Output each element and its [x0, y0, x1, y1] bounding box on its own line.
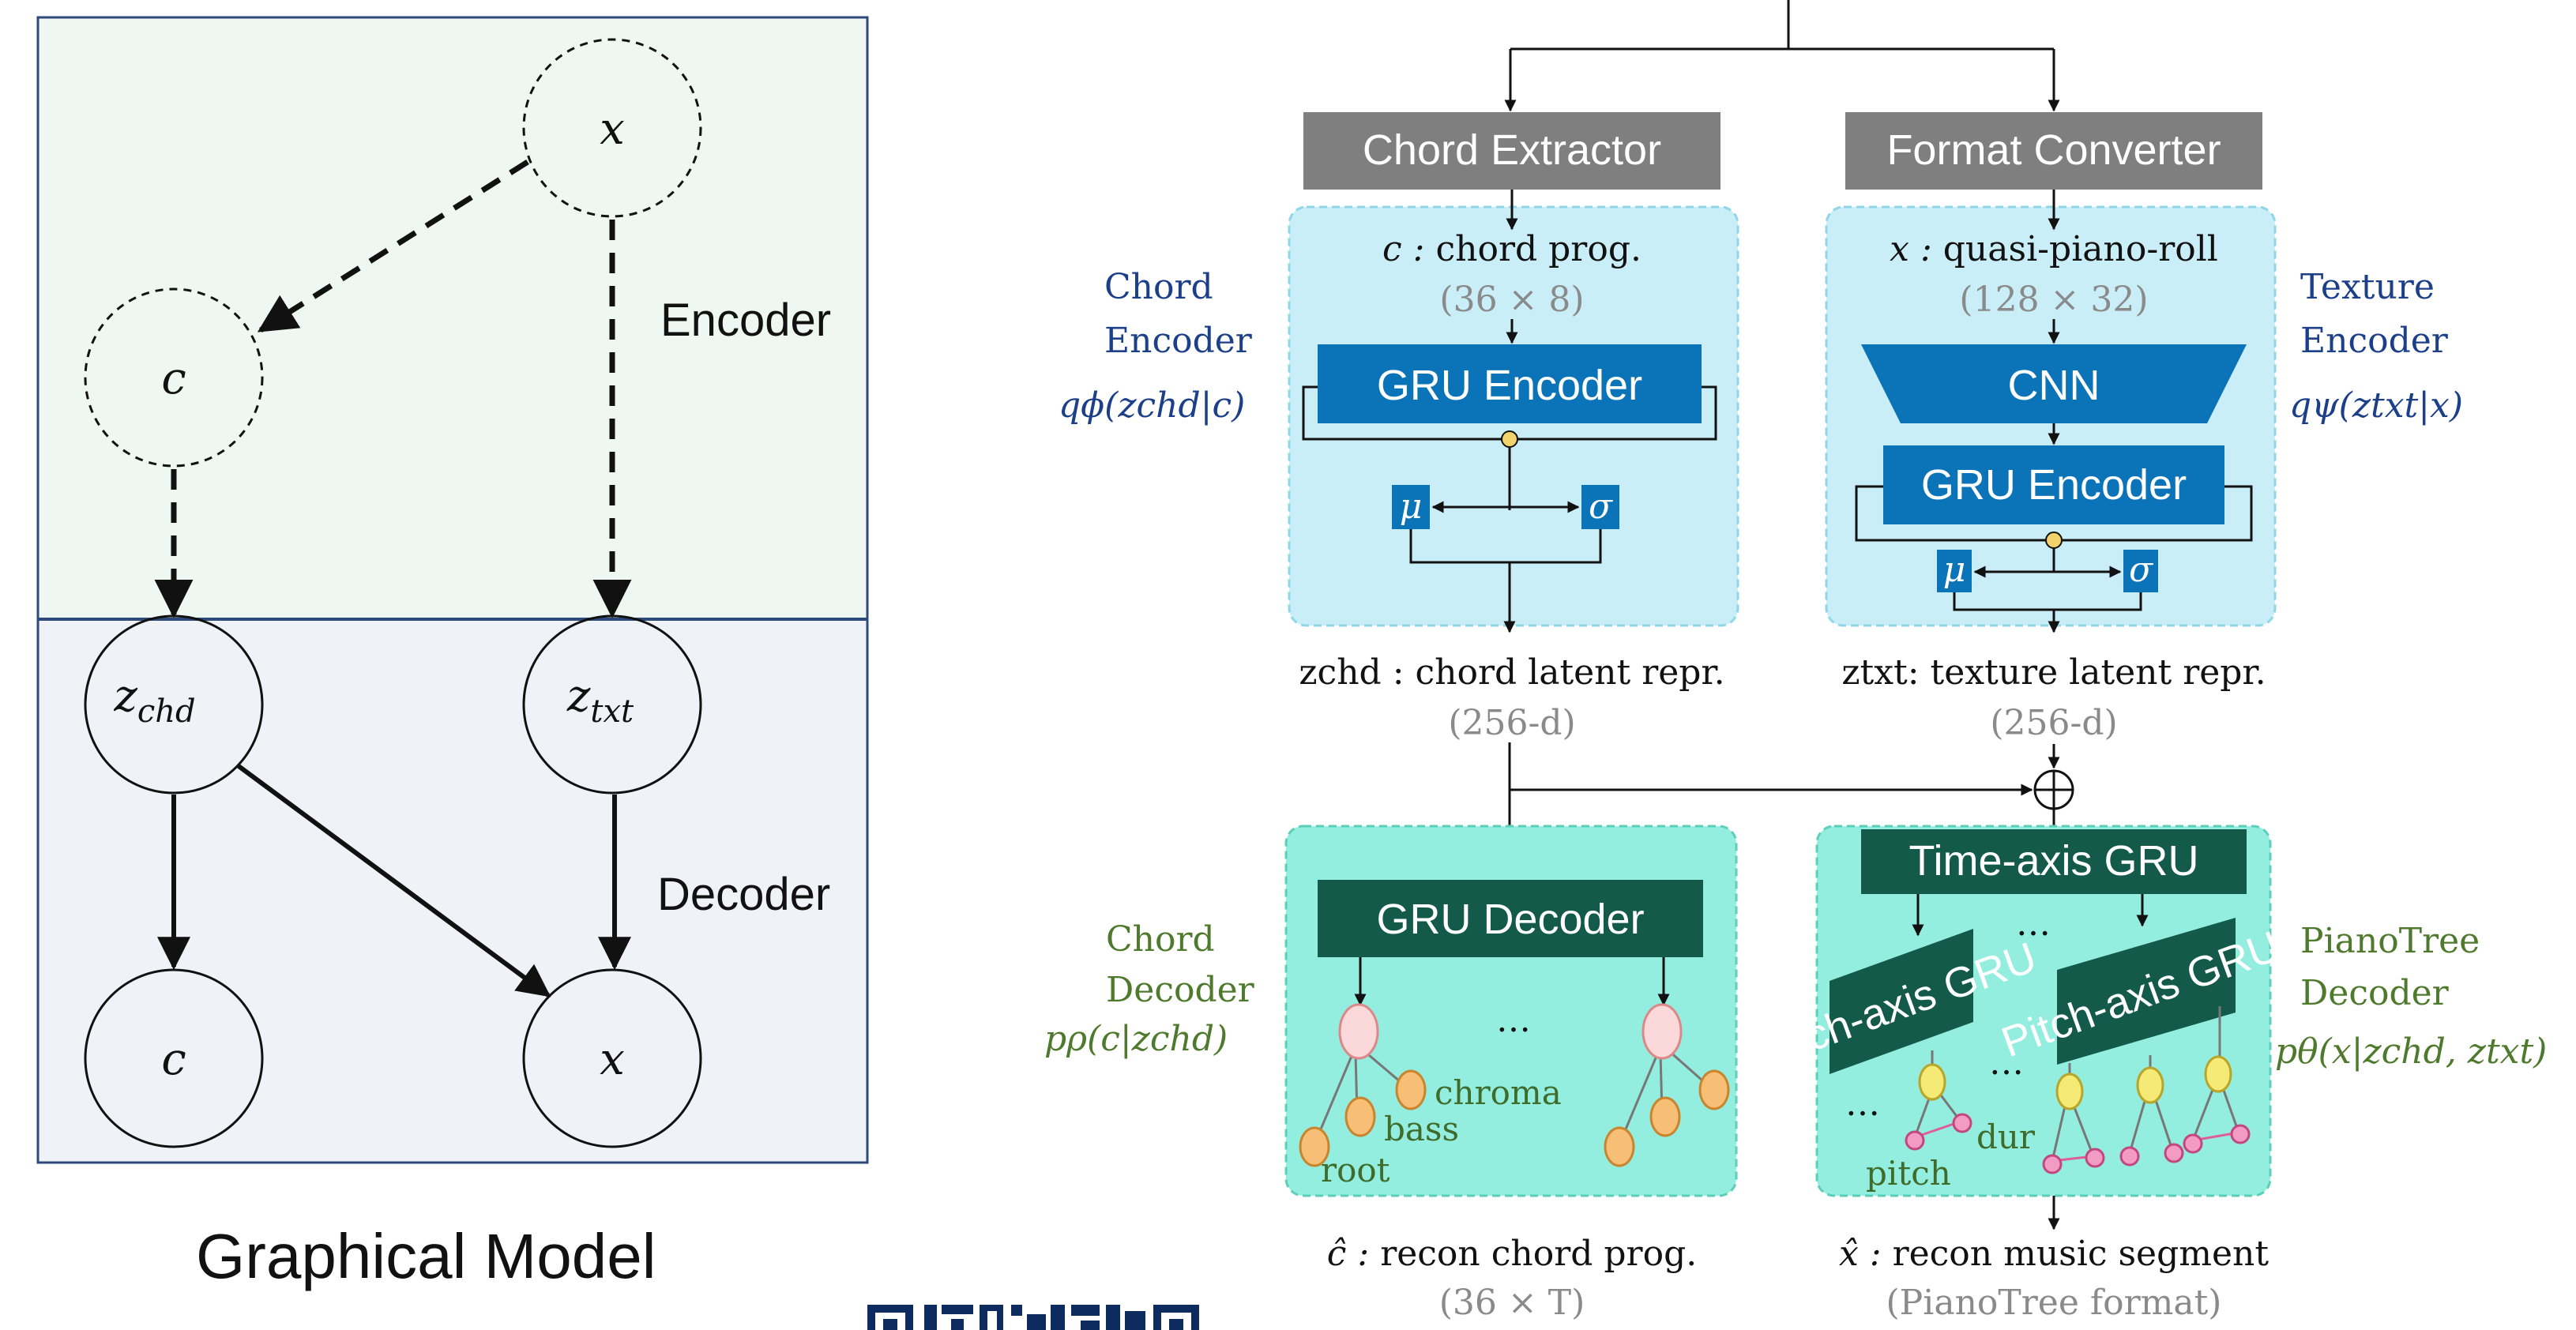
z-txt-description: ztxt: texture latent repr.: [1841, 652, 2266, 693]
chord-decoder-label-line2: Decoder: [1106, 970, 1255, 1010]
texture-encoder-label-line2: Encoder: [2300, 321, 2449, 361]
chord-encoder-formula: qϕ(zchd|c): [1059, 385, 1245, 426]
cnn-box: [1861, 344, 2247, 423]
chord-bass-leaf: [1344, 1096, 1376, 1137]
edge-zchd-to-x: [237, 764, 551, 998]
cnn-label: CNN: [2008, 362, 2100, 409]
architecture: Chord Extractor Format Converter c : cho…: [1044, 0, 2547, 1323]
chord-encoder-label-line2: Encoder: [1104, 321, 1253, 361]
node-z-chd-label: zchd: [113, 671, 195, 730]
node-c-mid-label: c: [161, 353, 186, 404]
node-c-bottom-label: c: [161, 1034, 186, 1085]
chord-input-text: c : chord prog.: [1382, 229, 1641, 269]
chord-root-leaf: [1299, 1126, 1330, 1167]
texture-encoder-formula: qψ(ztxt|x): [2289, 385, 2463, 426]
pianotree-ellipsis-top: …: [2016, 904, 2051, 944]
chord-sample-join: [1409, 529, 1602, 564]
graphical-model-caption: Graphical Model: [196, 1221, 656, 1291]
texture-encoder-label-line1: Texture: [2300, 267, 2435, 307]
node-z-txt: [522, 614, 702, 795]
pitch-axis-gru-right-box: [2057, 918, 2236, 1065]
bass-label: bass: [1384, 1110, 1459, 1148]
qr-code-fragment: [867, 1305, 1199, 1330]
node-z-chd: [84, 614, 264, 795]
format-converter-box: [1845, 112, 2262, 190]
pitch-label: pitch: [1866, 1154, 1951, 1193]
chord-input-dim: (36 × 8): [1439, 280, 1584, 320]
chord-sigma-box: [1581, 485, 1619, 529]
chord-extractor-box: [1303, 112, 1720, 190]
chord-root-node-left: [1338, 1003, 1379, 1060]
texture-input-text: x : quasi-piano-roll: [1890, 229, 2218, 269]
pianotree-ellipsis-left: …: [1845, 1084, 1880, 1124]
chord-gru-encoder-label: GRU Encoder: [1377, 362, 1642, 409]
pitch-axis-gru-left-box: [1830, 929, 1973, 1074]
chord-decoder-label-line1: Chord: [1106, 919, 1215, 960]
graphical-model-frame: [36, 16, 869, 1164]
pianotree-decoder-formula: pθ(x|zchd, ztxt): [2275, 1031, 2547, 1072]
root-label: root: [1321, 1151, 1390, 1189]
gru-decoder-box: [1318, 880, 1703, 957]
chord-chroma-leaf: [1395, 1069, 1427, 1110]
chord-encoder-label-line1: Chord: [1104, 267, 1213, 307]
node-z-txt-label: ztxt: [566, 671, 634, 730]
chord-decoder-ellipsis: …: [1496, 1000, 1531, 1040]
texture-input-dim: (128 × 32): [1959, 280, 2148, 320]
recon-chord-dim: (36 × T): [1439, 1283, 1585, 1323]
chord-tree-left: [1299, 1003, 1427, 1167]
decoder-label: Decoder: [657, 869, 830, 920]
node-x-top: [522, 38, 702, 218]
texture-mu-label: μ: [1943, 550, 1966, 590]
texture-merge-node: [2045, 532, 2063, 549]
texture-gru-encoder-label: GRU Encoder: [1921, 461, 2187, 509]
gru-decoder-label: GRU Decoder: [1376, 896, 1644, 943]
dur-label: dur: [1976, 1118, 2036, 1156]
pianotree-ellipsis-mid: …: [1989, 1043, 2024, 1083]
graphical-model: x c zchd ztxt c x Encoder Decoder Graphi…: [36, 16, 869, 1291]
chord-mu-label: μ: [1400, 487, 1423, 527]
texture-sigma-box: [2123, 550, 2158, 592]
z-chd-description: zchd : chord latent repr.: [1299, 652, 1724, 693]
texture-mu-box: [1937, 550, 1972, 592]
pianotree-decoder-label-line2: Decoder: [2300, 973, 2450, 1013]
chord-tree-right: [1604, 1003, 1730, 1167]
recon-music-dim: (PianoTree format): [1886, 1283, 2222, 1323]
chord-sigma-label: σ: [1589, 487, 1614, 527]
edge-x-to-c: [257, 160, 529, 332]
format-converter-label: Format Converter: [1886, 126, 2221, 174]
z-chd-dimension: (256-d): [1448, 703, 1575, 743]
chord-mu-box: [1392, 485, 1430, 529]
time-axis-gru-box: [1861, 829, 2247, 894]
chord-gru-encoder-box: [1318, 344, 1702, 423]
time-axis-gru-label: Time-axis GRU: [1908, 837, 2198, 885]
texture-sigma-label: σ: [2129, 550, 2154, 590]
pianotree-nodes: [1905, 1006, 2251, 1174]
chord-decoder-formula: pρ(c|zchd): [1044, 1019, 1228, 1059]
node-x-top-label: x: [600, 103, 625, 155]
node-c-mid: [84, 287, 264, 468]
z-txt-dimension: (256-d): [1990, 703, 2117, 743]
pianotree-decoder-label-line1: PianoTree: [2300, 921, 2480, 961]
encoder-label: Encoder: [660, 295, 831, 346]
recon-chord-text: ĉ : recon chord prog.: [1327, 1234, 1697, 1274]
chord-merge-node: [1501, 430, 1518, 448]
node-x-bottom-label: x: [600, 1034, 625, 1085]
texture-gru-encoder-box: [1883, 445, 2224, 524]
recon-music-text: x̂ : recon music segment: [1839, 1234, 2269, 1274]
chroma-label: chroma: [1435, 1073, 1562, 1112]
chord-extractor-label: Chord Extractor: [1363, 126, 1661, 174]
texture-sample-join: [1953, 592, 2142, 611]
